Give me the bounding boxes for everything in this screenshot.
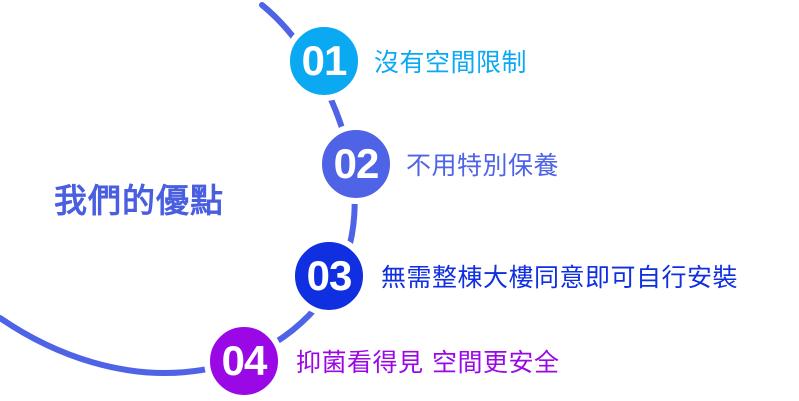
step-04-label: 抑菌看得見 空間更安全: [296, 348, 560, 377]
step-04: 04 抑菌看得見 空間更安全: [204, 321, 559, 401]
step-03: 03 無需整棟大樓同意即可自行安裝: [289, 236, 738, 316]
step-02-badge: 02: [316, 124, 396, 204]
step-03-label: 無需整棟大樓同意即可自行安裝: [381, 263, 739, 292]
step-04-badge: 04: [204, 321, 284, 401]
step-02: 02 不用特別保養: [316, 124, 559, 204]
step-03-badge: 03: [289, 236, 369, 316]
step-01-label: 沒有空間限制: [374, 48, 528, 77]
diagram-title: 我們的優點: [54, 181, 224, 220]
step-01-badge: 01: [284, 21, 364, 101]
step-02-label: 不用特別保養: [406, 151, 560, 180]
step-01: 01 沒有空間限制: [284, 21, 527, 101]
